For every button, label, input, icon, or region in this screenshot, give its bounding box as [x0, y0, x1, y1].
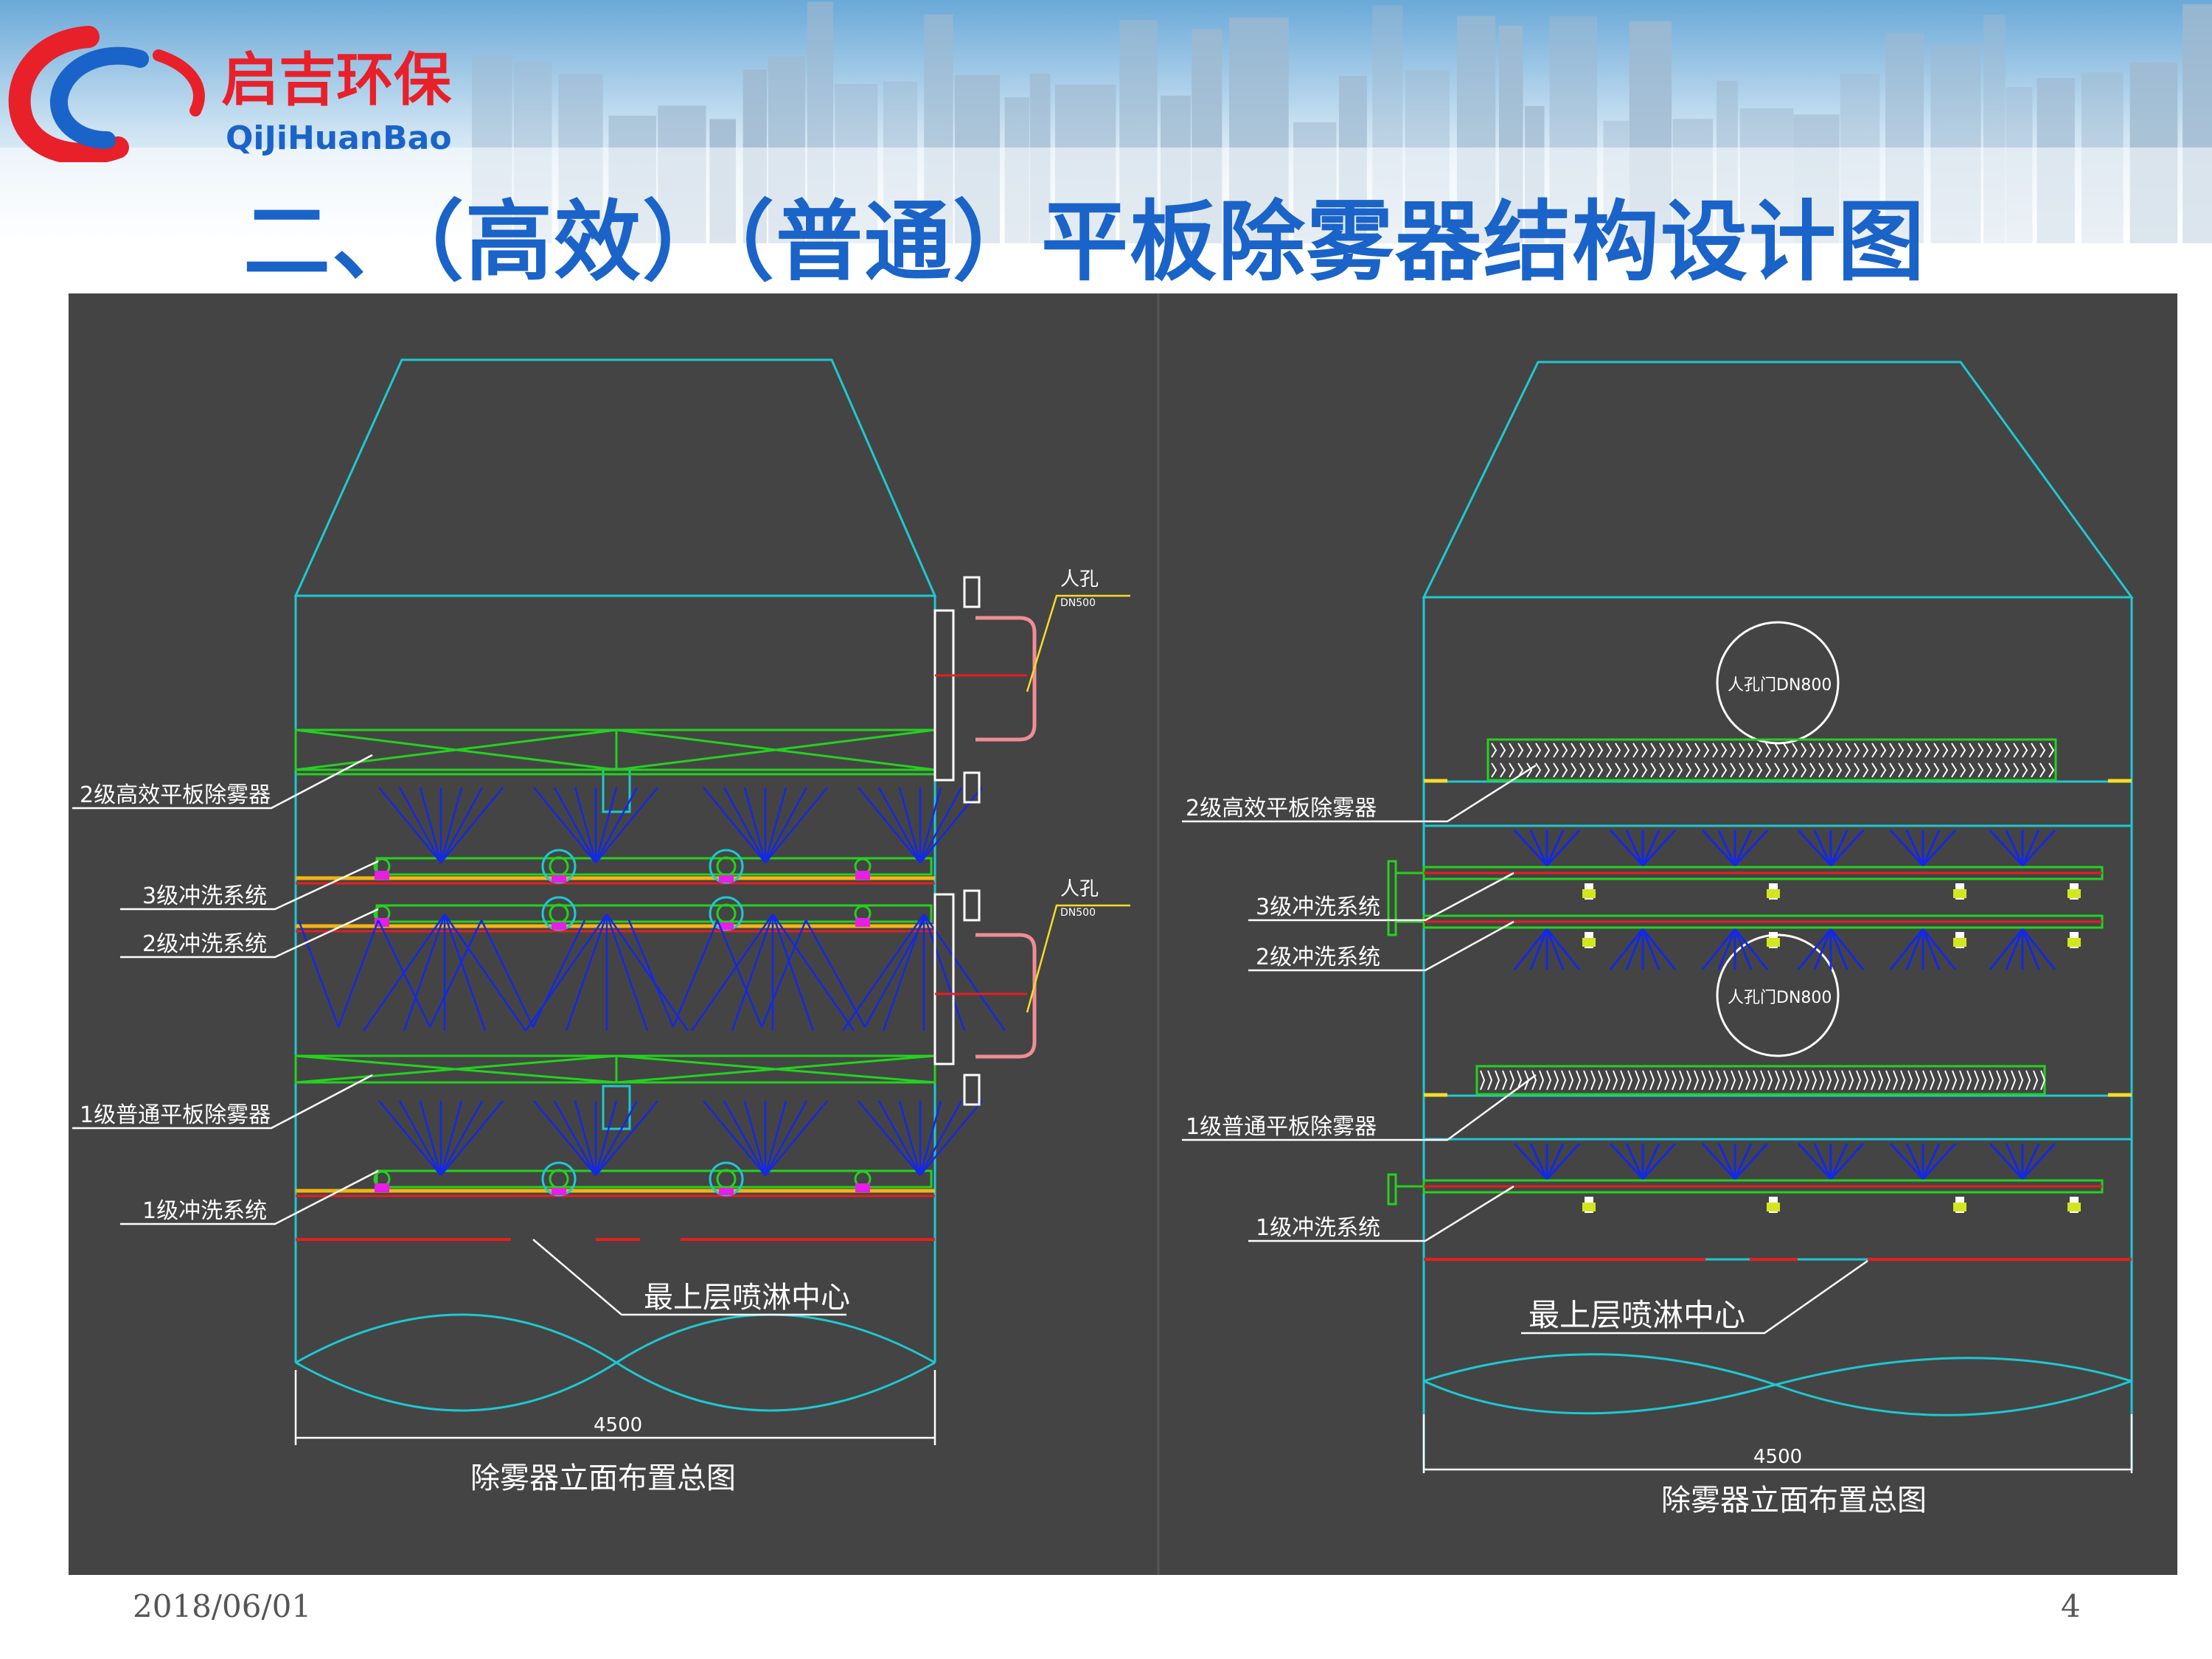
cad-drawing: 人孔 DN500 人孔 DN500 2级高效平板除雾器 3级冲洗系统 2级冲洗系…	[72, 293, 2134, 1575]
left-demister-level-1	[294, 1054, 936, 1084]
right-label-demister-1: 1级普通平板除雾器	[1186, 1114, 1377, 1140]
skyline-illustration	[0, 0, 2212, 243]
left-callout-leaders	[72, 754, 846, 1316]
footer-date: 2018/06/01	[133, 1588, 312, 1624]
left-label-wash-3: 3级冲洗系统	[142, 883, 267, 909]
right-demister-level-1	[1475, 1065, 2046, 1096]
left-spray-nozzles	[373, 849, 872, 1197]
right-elevation-drawing: 人孔门DN800 人孔门DN800	[1182, 361, 2134, 1517]
left-demister-level-2	[294, 728, 936, 776]
right-label-wash-1: 1级冲洗系统	[1256, 1215, 1380, 1241]
right-demister-level-2	[1486, 738, 2057, 782]
header-skyline-banner	[0, 0, 2212, 243]
right-red-pipes	[1424, 872, 2102, 1188]
left-manhole-leaders	[1026, 594, 1130, 1013]
slide-title: 二、（高效）（普通）平板除雾器结构设计图	[243, 191, 1927, 293]
right-spray-cones	[1513, 829, 2056, 1180]
left-label-wash-1: 1级冲洗系统	[142, 1198, 267, 1224]
left-label-demister-1: 1级普通平板除雾器	[80, 1102, 271, 1128]
right-label-spray-top: 最上层喷淋中心	[1528, 1297, 1745, 1333]
left-elevation-drawing: 人孔 DN500 人孔 DN500 2级高效平板除雾器 3级冲洗系统 2级冲洗系…	[72, 358, 1130, 1495]
right-manhole-upper-label: 人孔门DN800	[1728, 676, 1832, 695]
cad-drawing-panel: 人孔 DN500 人孔 DN500 2级高效平板除雾器 3级冲洗系统 2级冲洗系…	[69, 293, 2177, 1575]
right-dimension-line	[1422, 1414, 2133, 1473]
logo-name-en: QiJiHuanBao	[226, 119, 452, 157]
right-demister-supports	[1424, 779, 2132, 1097]
logo-name-cn: 启吉环保	[221, 47, 452, 114]
left-dimension-line	[294, 1370, 936, 1445]
left-manhole-top-label: 人孔	[1060, 568, 1099, 591]
left-red-pipes	[296, 882, 935, 1197]
left-manholes	[933, 576, 1037, 1106]
right-label-wash-2: 2级冲洗系统	[1256, 945, 1380, 970]
right-callout-leaders	[1182, 764, 1868, 1335]
left-manhole-top-size: DN500	[1060, 597, 1096, 609]
right-label-demister-2: 2级高效平板除雾器	[1186, 796, 1377, 821]
left-manhole-mid-size: DN500	[1060, 907, 1096, 919]
company-logo: 启吉环保 QiJiHuanBao	[7, 22, 479, 165]
left-label-wash-2: 2级冲洗系统	[142, 931, 267, 957]
left-wash-headers	[375, 857, 933, 1189]
right-manhole-lower-label: 人孔门DN800	[1728, 989, 1832, 1007]
right-wash-headers	[1387, 860, 2104, 1206]
footer-page-number: 4	[2061, 1588, 2081, 1624]
left-manhole-mid-label: 人孔	[1060, 878, 1099, 900]
left-label-demister-2: 2级高效平板除雾器	[80, 782, 271, 808]
right-caption: 除雾器立面布置总图	[1661, 1484, 1927, 1517]
left-label-spray-top: 最上层喷淋中心	[644, 1281, 850, 1315]
left-spray-cones	[297, 787, 1006, 1176]
left-tower-shell	[293, 358, 937, 1412]
right-spray-nozzles	[1582, 883, 2081, 1213]
right-label-wash-3: 3级冲洗系统	[1256, 894, 1380, 920]
right-dimension-value: 4500	[1753, 1446, 1802, 1468]
left-caption: 除雾器立面布置总图	[470, 1461, 736, 1495]
left-dimension-value: 4500	[594, 1414, 642, 1436]
